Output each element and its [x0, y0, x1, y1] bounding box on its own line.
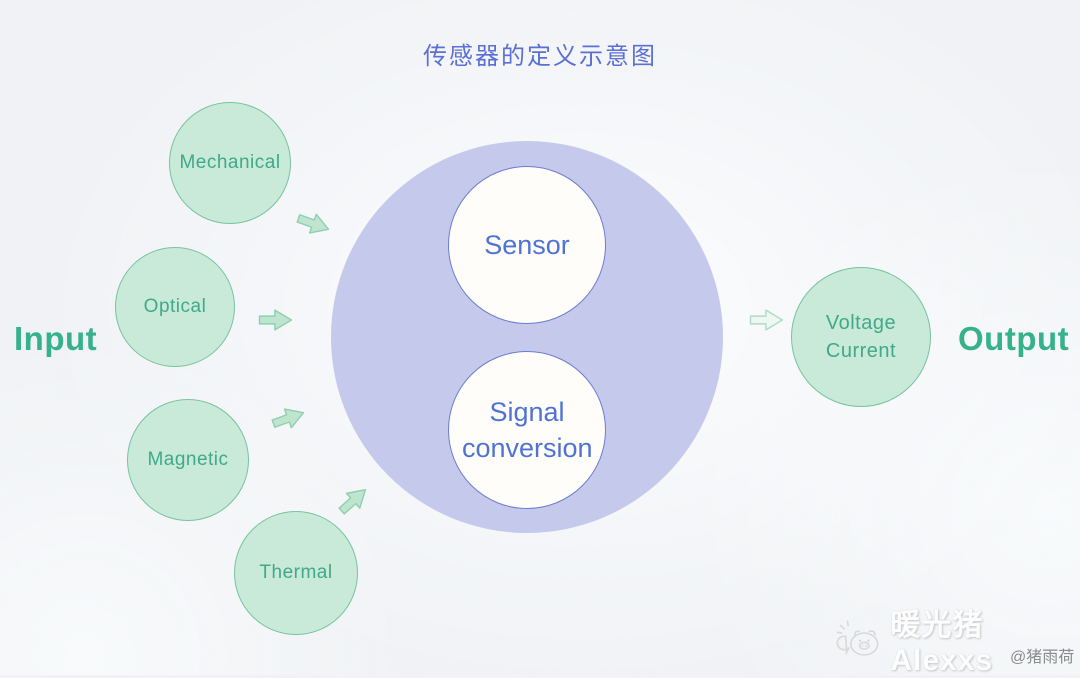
- input-node-thermal: Thermal: [234, 511, 358, 635]
- signal-conversion-circle: Signal conversion: [448, 351, 606, 509]
- pig-face-icon: [836, 620, 879, 656]
- input-node-mechanical: Mechanical: [169, 102, 291, 224]
- sensor-circle-label: Sensor: [484, 229, 570, 260]
- watermark-name: 暖光猪Alexxs: [890, 609, 994, 677]
- sensor-circle: Sensor: [448, 166, 606, 324]
- input-node-magnetic: Magnetic: [127, 399, 249, 521]
- arrow-mechanical-to-hub-icon: [294, 208, 333, 240]
- input-label: Input: [14, 320, 98, 357]
- arrow-magnetic-to-hub-icon: [269, 402, 308, 434]
- output-label: Output: [958, 320, 1070, 357]
- output-node-voltage-current: Voltage Current: [791, 267, 931, 407]
- signal-conversion-label: Signal conversion: [462, 396, 593, 463]
- input-node-thermal-label: Thermal: [259, 562, 333, 583]
- arrow-optical-to-hub-icon: [258, 309, 293, 331]
- input-node-magnetic-label: Magnetic: [147, 449, 229, 470]
- input-node-mechanical-label: Mechanical: [179, 152, 281, 173]
- arrow-hub-to-output-icon: [749, 309, 784, 331]
- input-node-optical-label: Optical: [143, 296, 207, 317]
- page-title: 传感器的定义示意图: [423, 43, 657, 70]
- output-node-label: Voltage Current: [825, 312, 897, 362]
- arrow-thermal-to-hub-icon: [334, 480, 374, 519]
- watermark: 暖光猪Alexxs: [834, 600, 1080, 678]
- watermark-handle: @猪雨荷: [1010, 649, 1075, 666]
- input-node-optical: Optical: [115, 247, 235, 367]
